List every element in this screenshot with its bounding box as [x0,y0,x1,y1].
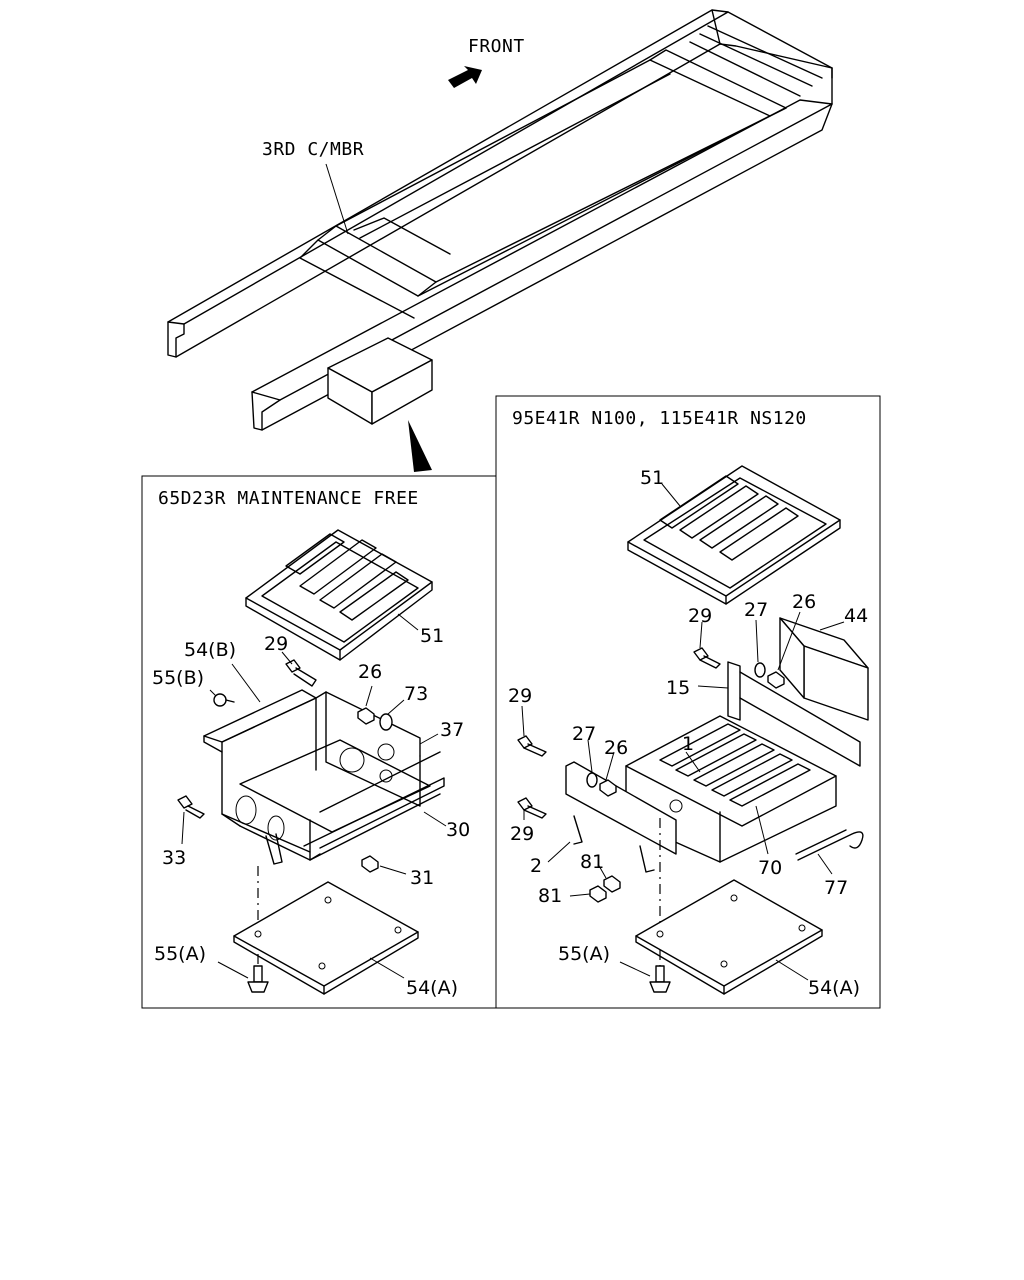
label-2: 2 [530,855,542,877]
label-55a: 55(A) [558,943,610,965]
label-31: 31 [410,867,434,889]
nut-icon [767,671,785,689]
nut-icon [361,855,379,873]
chassis-frame [167,9,833,431]
label-51: 51 [640,467,664,489]
label-77: 77 [824,877,848,899]
battery-tray-icon [625,715,837,863]
label-27: 27 [744,599,768,621]
label-81: 81 [538,885,562,907]
label-15: 15 [666,677,690,699]
nut-icon [357,707,375,725]
left-panel-title: 65D23R MAINTENANCE FREE [158,488,419,509]
label-81: 81 [580,851,604,873]
leader-line [325,163,349,235]
lock-washer-icon [754,662,766,678]
label-30: 30 [446,819,470,841]
washer-icon [379,713,393,731]
label-26: 26 [604,737,628,759]
bolt-icon [247,965,269,993]
pointer-arrow-icon [408,420,432,472]
label-1: 1 [682,733,694,755]
bolt-icon [517,797,547,819]
front-arrow-icon [448,66,482,88]
nut-icon [599,779,617,797]
label-70: 70 [758,857,782,879]
label-29: 29 [508,685,532,707]
label-54b: 54(B) [184,639,236,661]
bracket-icon [727,661,861,767]
battery-cover-icon [627,465,841,605]
bolt-icon [693,647,721,669]
base-plate-icon [635,879,823,995]
label-55b: 55(B) [152,667,204,689]
label-29: 29 [688,605,712,627]
right-panel-frame [495,395,881,1009]
right-panel-title: 95E41R N100, 115E41R NS120 [512,408,807,429]
label-33: 33 [162,847,186,869]
bolt-icon [649,965,671,993]
label-37: 37 [440,719,464,741]
label-29: 29 [264,633,288,655]
label-54a: 54(A) [406,977,458,999]
third-crossmember-label: 3RD C/MBR [262,139,364,160]
label-51: 51 [420,625,444,647]
base-plate-icon [233,881,419,995]
nut-icon [589,885,607,903]
label-54a: 54(A) [808,977,860,999]
bolt-icon [517,735,547,757]
label-73: 73 [404,683,428,705]
label-44: 44 [844,605,868,627]
bolt-icon [285,659,317,687]
nut-icon [603,875,621,893]
label-26: 26 [792,591,816,613]
bolt-icon [213,693,235,707]
label-29: 29 [510,823,534,845]
battery-box-icon [327,337,433,425]
lock-washer-icon [586,772,598,788]
hook-bolt-icon [795,829,864,861]
front-label: FRONT [468,36,525,57]
bolt-icon [177,795,205,819]
label-55a: 55(A) [154,943,206,965]
battery-tray-icon [203,689,445,865]
battery-cover-icon [245,529,433,661]
label-26: 26 [358,661,382,683]
label-27: 27 [572,723,596,745]
insulator-plate-icon [779,617,869,721]
